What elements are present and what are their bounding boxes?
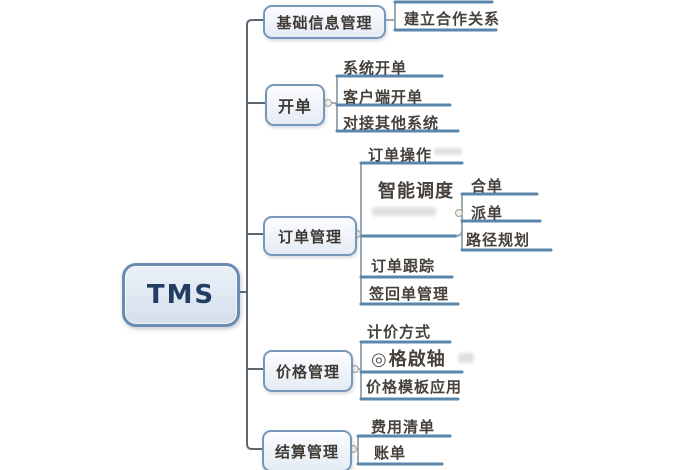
- topic-merge-order[interactable]: 合单: [471, 177, 504, 195]
- topic-order-operation[interactable]: 订单操作: [368, 146, 433, 164]
- branch-label: 开单: [277, 97, 312, 116]
- settlement-bracket: [348, 434, 452, 466]
- root-node-tms[interactable]: TMS: [122, 263, 240, 327]
- topic-order-tracking[interactable]: 订单跟踪: [371, 257, 436, 275]
- topic-establish-cooperation[interactable]: 建立合作关系: [404, 10, 501, 28]
- topic-smart-dispatch[interactable]: 智能调度: [378, 181, 454, 202]
- topic-connect-other-systems[interactable]: 对接其他系统: [343, 114, 440, 132]
- branch-label: 价格管理: [275, 362, 340, 381]
- topic-system-billing[interactable]: 系统开单: [343, 59, 408, 77]
- root-label: TMS: [146, 280, 216, 310]
- faded-artifact: [434, 148, 462, 155]
- branch-order-mgmt[interactable]: 订单管理: [263, 216, 357, 256]
- smart-dispatch-bracket: [454, 192, 553, 252]
- topic-client-billing[interactable]: 客户端开单: [343, 88, 424, 106]
- topic-price-template[interactable]: 价格模板应用: [366, 378, 463, 396]
- topic-expense-list[interactable]: 费用清单: [371, 418, 436, 436]
- billing-bracket: [321, 74, 460, 133]
- topic-label: 格啟轴: [388, 349, 446, 370]
- topic-price-axis[interactable]: ◎格啟轴: [371, 345, 446, 371]
- collapse-handle[interactable]: [323, 98, 333, 108]
- branch-label: 基础信息管理: [276, 13, 373, 32]
- branch-label: 结算管理: [274, 442, 339, 461]
- faded-artifact: [372, 207, 436, 216]
- branch-basic-info[interactable]: 基础信息管理: [263, 5, 386, 39]
- trunk-line: [234, 19, 266, 450]
- topic-dispatch-order[interactable]: 派单: [471, 204, 504, 222]
- topic-receipt-mgmt[interactable]: 签回单管理: [369, 285, 450, 303]
- branch-billing[interactable]: 开单: [265, 84, 325, 126]
- faded-artifact: [458, 353, 474, 363]
- collapse-handle[interactable]: [454, 208, 464, 218]
- topic-route-planning[interactable]: 路径规划: [466, 231, 531, 249]
- circle-marker-icon: ◎: [371, 349, 388, 370]
- branch-settlement[interactable]: 结算管理: [262, 430, 352, 470]
- topic-bill[interactable]: 账单: [374, 444, 407, 462]
- order-mgmt-bracket: [352, 161, 464, 306]
- topic-pricing-method[interactable]: 计价方式: [367, 323, 432, 341]
- branch-label: 订单管理: [277, 227, 342, 246]
- branch-price-mgmt[interactable]: 价格管理: [263, 350, 353, 392]
